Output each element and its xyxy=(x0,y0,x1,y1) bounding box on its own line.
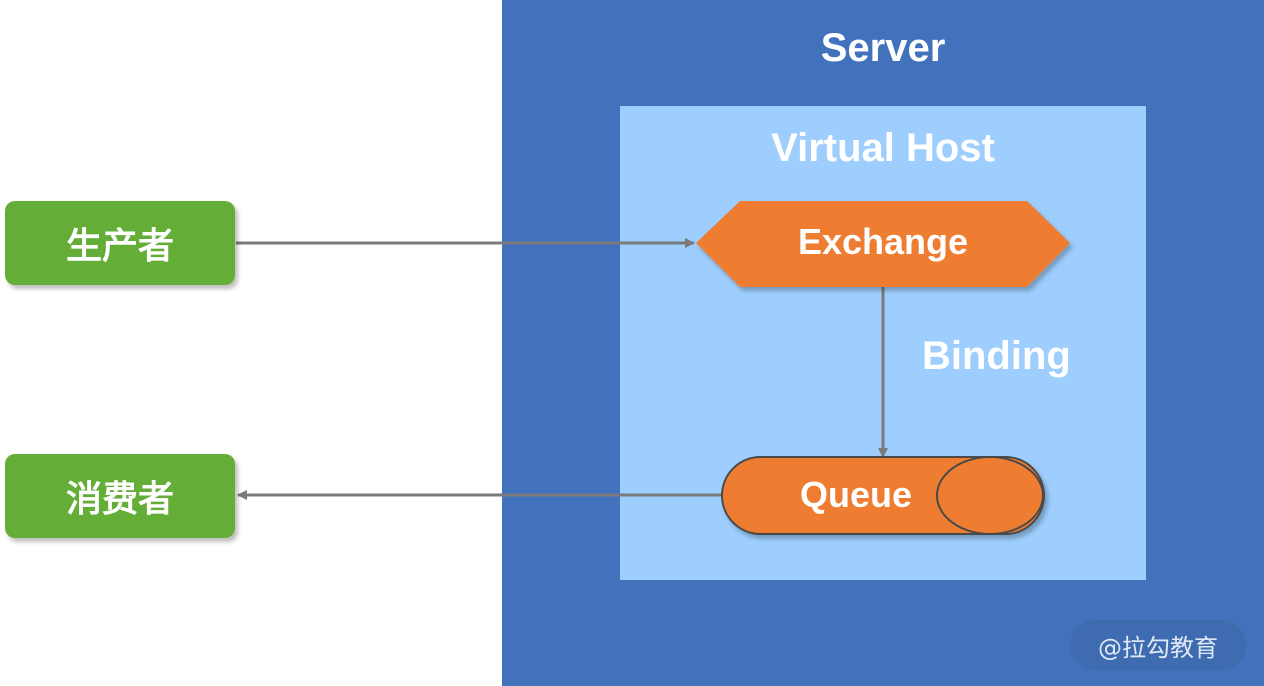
exchange-label: Exchange xyxy=(797,221,969,262)
queue-label: Queue xyxy=(799,474,913,515)
watermark-text: @拉勾教育 xyxy=(1098,633,1218,662)
exchange-shape xyxy=(696,201,1070,287)
queue-shape xyxy=(721,456,1045,535)
watermark-badge: @拉勾教育 xyxy=(1070,620,1246,670)
consumer-node: 消费者 xyxy=(5,454,235,538)
virtual-host-title: Virtual Host xyxy=(771,126,995,170)
producer-label: 生产者 xyxy=(65,226,174,267)
server-title: Server xyxy=(820,26,946,70)
consumer-label: 消费者 xyxy=(65,479,174,520)
producer-node: 生产者 xyxy=(5,201,235,285)
binding-label: Binding xyxy=(922,334,1071,378)
